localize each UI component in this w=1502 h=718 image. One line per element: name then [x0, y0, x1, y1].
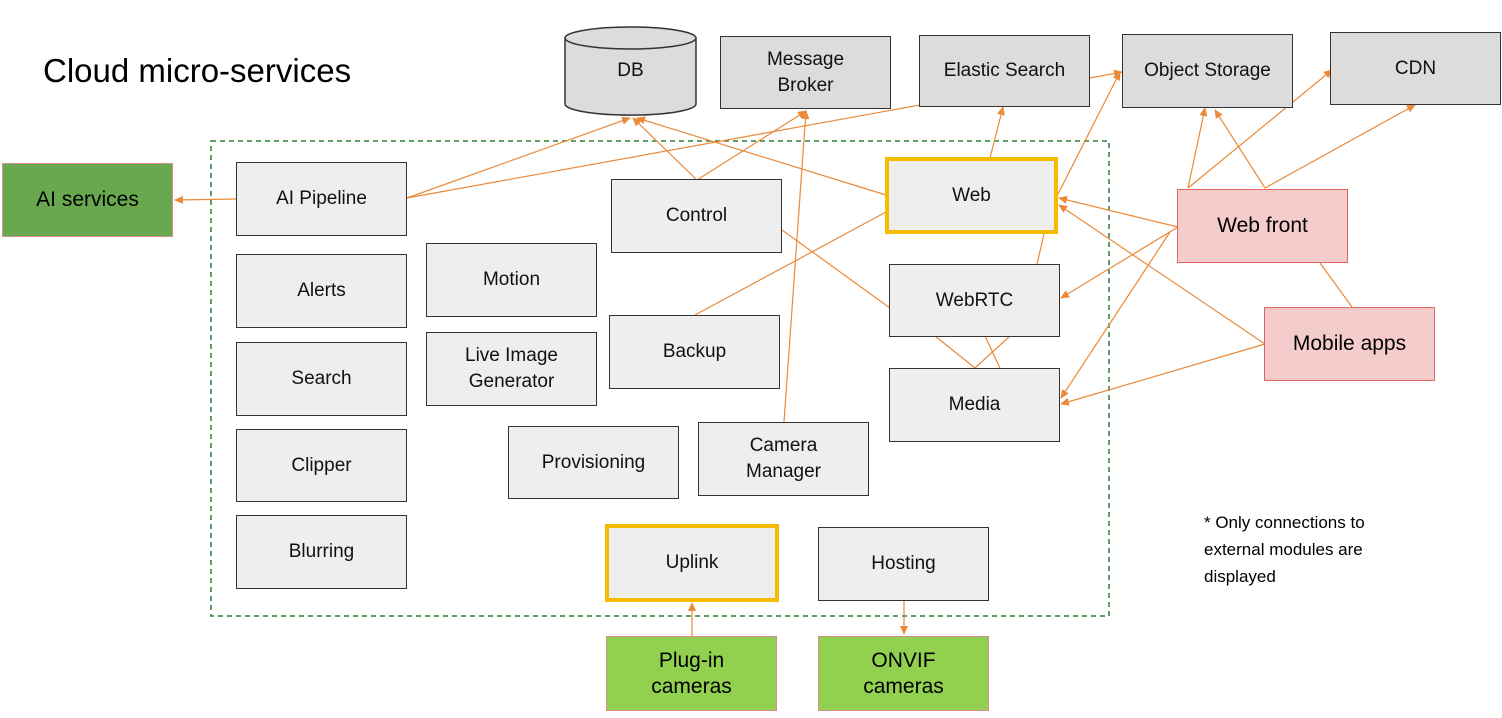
edge-mobile-cdn — [1264, 104, 1416, 189]
edge-aipipeline-aiservices — [174, 195, 237, 204]
hosting-box: Hosting — [818, 527, 989, 601]
alerts-box: Alerts — [236, 254, 407, 328]
edge-mobile-media — [1060, 343, 1266, 406]
search-box: Search — [236, 342, 407, 416]
onvif-cameras-box: ONVIF cameras — [818, 636, 989, 711]
edge-webfront-media — [1060, 231, 1171, 399]
edge-web-db — [636, 116, 887, 196]
webrtc-box: WebRTC — [889, 264, 1060, 337]
provisioning-box: Provisioning — [508, 426, 679, 499]
edge-control-webrtc — [781, 229, 891, 309]
web-front-box: Web front — [1177, 189, 1348, 263]
cdn-box: CDN — [1330, 32, 1501, 105]
plugin-cameras-box: Plug-in cameras — [606, 636, 777, 711]
edge-webrtc-media-3 — [984, 335, 1001, 369]
object-storage-box: Object Storage — [1122, 34, 1293, 108]
db-label: DB — [617, 60, 644, 81]
web-box: Web — [885, 157, 1058, 234]
edge-webfront-cdn — [1187, 69, 1333, 189]
edge-mobile-objstorage — [1214, 109, 1266, 189]
edge-control-db — [632, 117, 698, 181]
ai-services-box: AI services — [2, 163, 173, 237]
ai-pipeline-box: AI Pipeline — [236, 162, 407, 236]
edge-backup-web — [694, 211, 887, 316]
cloud-boundary — [210, 140, 1110, 617]
edge-web-objstorage — [1054, 71, 1121, 201]
connections — [174, 69, 1416, 636]
blurring-box: Blurring — [236, 515, 407, 589]
edge-control-broker — [696, 110, 807, 181]
elastic-search-box: Elastic Search — [919, 35, 1090, 107]
clipper-box: Clipper — [236, 429, 407, 502]
footnote: * Only connections to external modules a… — [1204, 513, 1365, 586]
media-box: Media — [889, 368, 1060, 442]
edge-cameramgr-broker — [783, 110, 810, 423]
edge-webfront-mobile — [1319, 262, 1353, 308]
edge-web-webrtc — [1036, 233, 1045, 265]
edge-webfront-web — [1058, 196, 1179, 228]
edge-webfront-webrtc — [1060, 226, 1179, 299]
edge-mobile-web — [1058, 204, 1266, 345]
edge-aipipeline-elastic — [406, 104, 921, 199]
motion-box: Motion — [426, 243, 597, 317]
control-box: Control — [611, 179, 782, 253]
backup-box: Backup — [609, 315, 780, 389]
message-broker-box: Message Broker — [720, 36, 891, 109]
edge-webfront-objstorage — [1187, 107, 1208, 189]
edge-aipipeline-db — [406, 116, 631, 199]
mobile-apps-box: Mobile apps — [1264, 307, 1435, 381]
edge-web-elastic — [989, 106, 1005, 159]
camera-manager-box: Camera Manager — [698, 422, 869, 496]
uplink-box: Uplink — [605, 524, 779, 602]
live-image-generator-box: Live Image Generator — [426, 332, 597, 406]
edge-elastic-objstorage — [1089, 69, 1123, 79]
edge-webrtc-media-1 — [934, 335, 976, 369]
db-cylinder-icon — [564, 26, 697, 116]
page-title: Cloud micro-services — [43, 52, 352, 89]
